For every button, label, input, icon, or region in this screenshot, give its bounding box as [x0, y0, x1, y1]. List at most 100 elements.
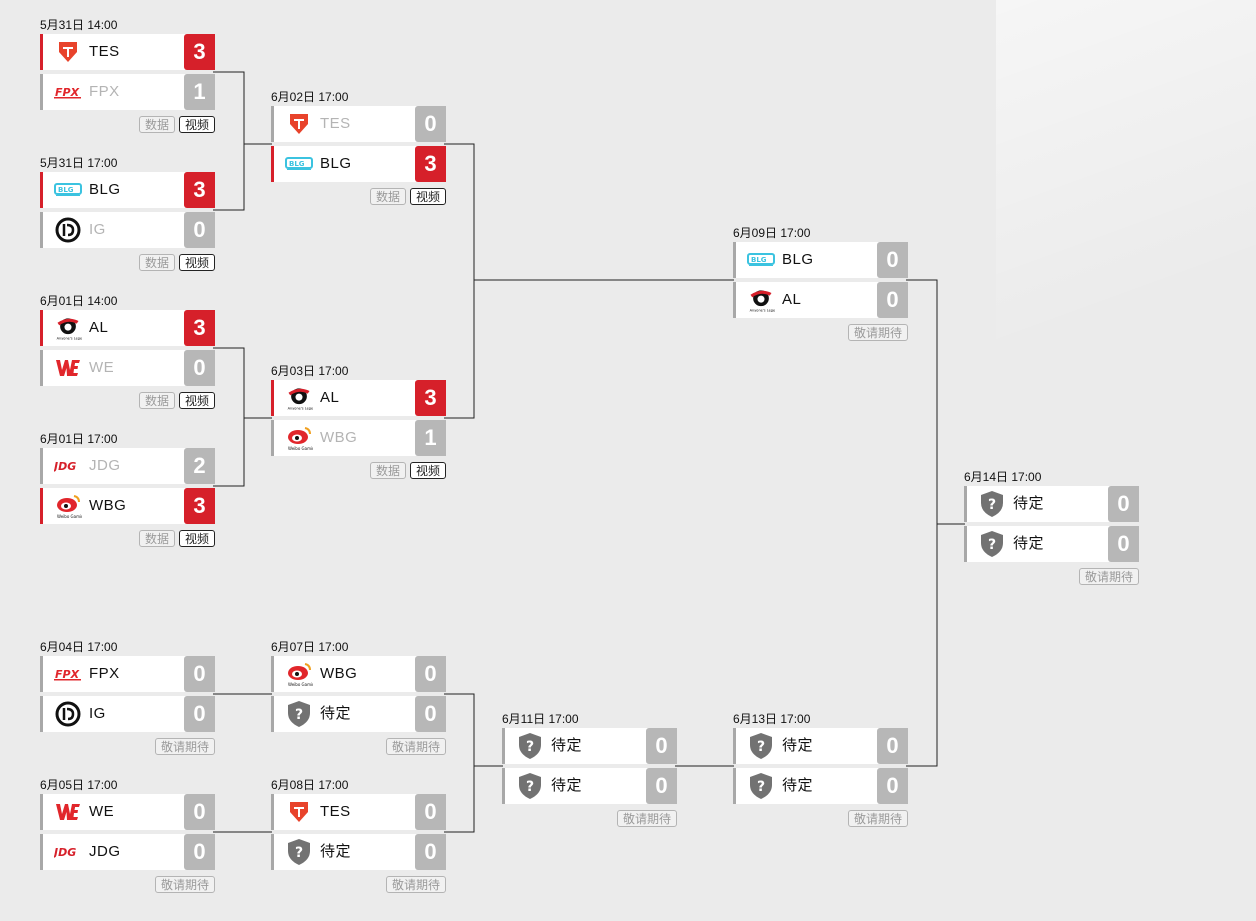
data-button[interactable]: 数据	[369, 462, 406, 479]
coming-soon-button[interactable]: 敬请期待	[1078, 568, 1139, 585]
team-score: 3	[184, 488, 215, 524]
team-name: 待定	[782, 737, 814, 754]
team-score: 1	[415, 420, 446, 456]
team-row[interactable]: Anyone's Legend AL 3	[271, 380, 446, 416]
team-name: IG	[89, 705, 106, 722]
svg-text:FPX: FPX	[55, 86, 80, 99]
coming-soon-button[interactable]: 敬请期待	[847, 810, 908, 827]
team-score: 0	[415, 834, 446, 870]
team-score: 3	[415, 146, 446, 182]
team-name: AL	[320, 389, 340, 406]
video-button[interactable]: 视频	[178, 530, 215, 547]
match-time: 5月31日 14:00	[40, 18, 118, 32]
svg-text:Anyone's Legend: Anyone's Legend	[288, 406, 313, 410]
match-time: 6月08日 17:00	[271, 778, 349, 792]
blg-logo-icon: BLG	[285, 150, 313, 178]
team-score: 0	[184, 212, 215, 248]
team-row[interactable]: Weibo GamingWBG0	[271, 656, 446, 692]
coming-soon-button[interactable]: 敬请期待	[847, 324, 908, 341]
data-button[interactable]: 数据	[138, 530, 175, 547]
svg-text:BLG: BLG	[751, 256, 767, 264]
question-shield-icon: ?	[747, 772, 775, 800]
team-score: 3	[184, 34, 215, 70]
team-name: TES	[320, 115, 351, 132]
svg-text:JDG: JDG	[54, 846, 76, 859]
team-score: 0	[646, 728, 677, 764]
jdg-logo-icon: JDG	[54, 838, 82, 866]
coming-soon-button[interactable]: 敬请期待	[616, 810, 677, 827]
match-actions: 敬请期待	[616, 810, 677, 827]
coming-soon-button[interactable]: 敬请期待	[385, 876, 446, 893]
team-row[interactable]: Weibo GamingWBG1	[271, 420, 446, 456]
video-button[interactable]: 视频	[409, 188, 446, 205]
team-name: 待定	[782, 777, 814, 794]
data-button[interactable]: 数据	[369, 188, 406, 205]
wbg-logo-icon: Weibo Gaming	[54, 492, 82, 520]
match-time: 5月31日 17:00	[40, 156, 118, 170]
svg-text:Weibo Gaming: Weibo Gaming	[57, 514, 82, 519]
jdg-logo-icon: JDG	[54, 452, 82, 480]
team-score: 0	[877, 768, 908, 804]
team-name: IG	[89, 221, 106, 238]
wbg-logo-icon: Weibo Gaming	[285, 660, 313, 688]
question-shield-icon: ?	[285, 700, 313, 728]
team-name: BLG	[89, 181, 121, 198]
team-row[interactable]: ? 待定 0	[271, 834, 446, 870]
team-row[interactable]: ? 待定 0	[733, 768, 908, 804]
coming-soon-button[interactable]: 敬请期待	[385, 738, 446, 755]
coming-soon-button[interactable]: 敬请期待	[154, 738, 215, 755]
match-actions: 敬请期待	[385, 738, 446, 755]
data-button[interactable]: 数据	[138, 116, 175, 133]
team-row[interactable]: Anyone's LegendAL3	[40, 310, 215, 346]
video-button[interactable]: 视频	[409, 462, 446, 479]
video-button[interactable]: 视频	[178, 116, 215, 133]
team-name: 待定	[320, 843, 352, 860]
team-score: 0	[877, 242, 908, 278]
video-button[interactable]: 视频	[178, 254, 215, 271]
video-button[interactable]: 视频	[178, 392, 215, 409]
team-name: FPX	[89, 665, 120, 682]
fpx-logo-icon: FPX	[54, 660, 82, 688]
data-button[interactable]: 数据	[138, 392, 175, 409]
team-row[interactable]: IG 0	[40, 212, 215, 248]
svg-text:Anyone's Legend: Anyone's Legend	[750, 308, 775, 312]
match-actions: 敬请期待	[847, 324, 908, 341]
team-row[interactable]: Anyone's LegendAL0	[733, 282, 908, 318]
team-row[interactable]: Weibo GamingWBG3	[40, 488, 215, 524]
coming-soon-button[interactable]: 敬请期待	[154, 876, 215, 893]
team-score: 0	[877, 282, 908, 318]
team-name: TES	[320, 803, 351, 820]
data-button[interactable]: 数据	[138, 254, 175, 271]
svg-text:?: ?	[295, 845, 303, 861]
team-score: 3	[415, 380, 446, 416]
team-score: 0	[415, 696, 446, 732]
